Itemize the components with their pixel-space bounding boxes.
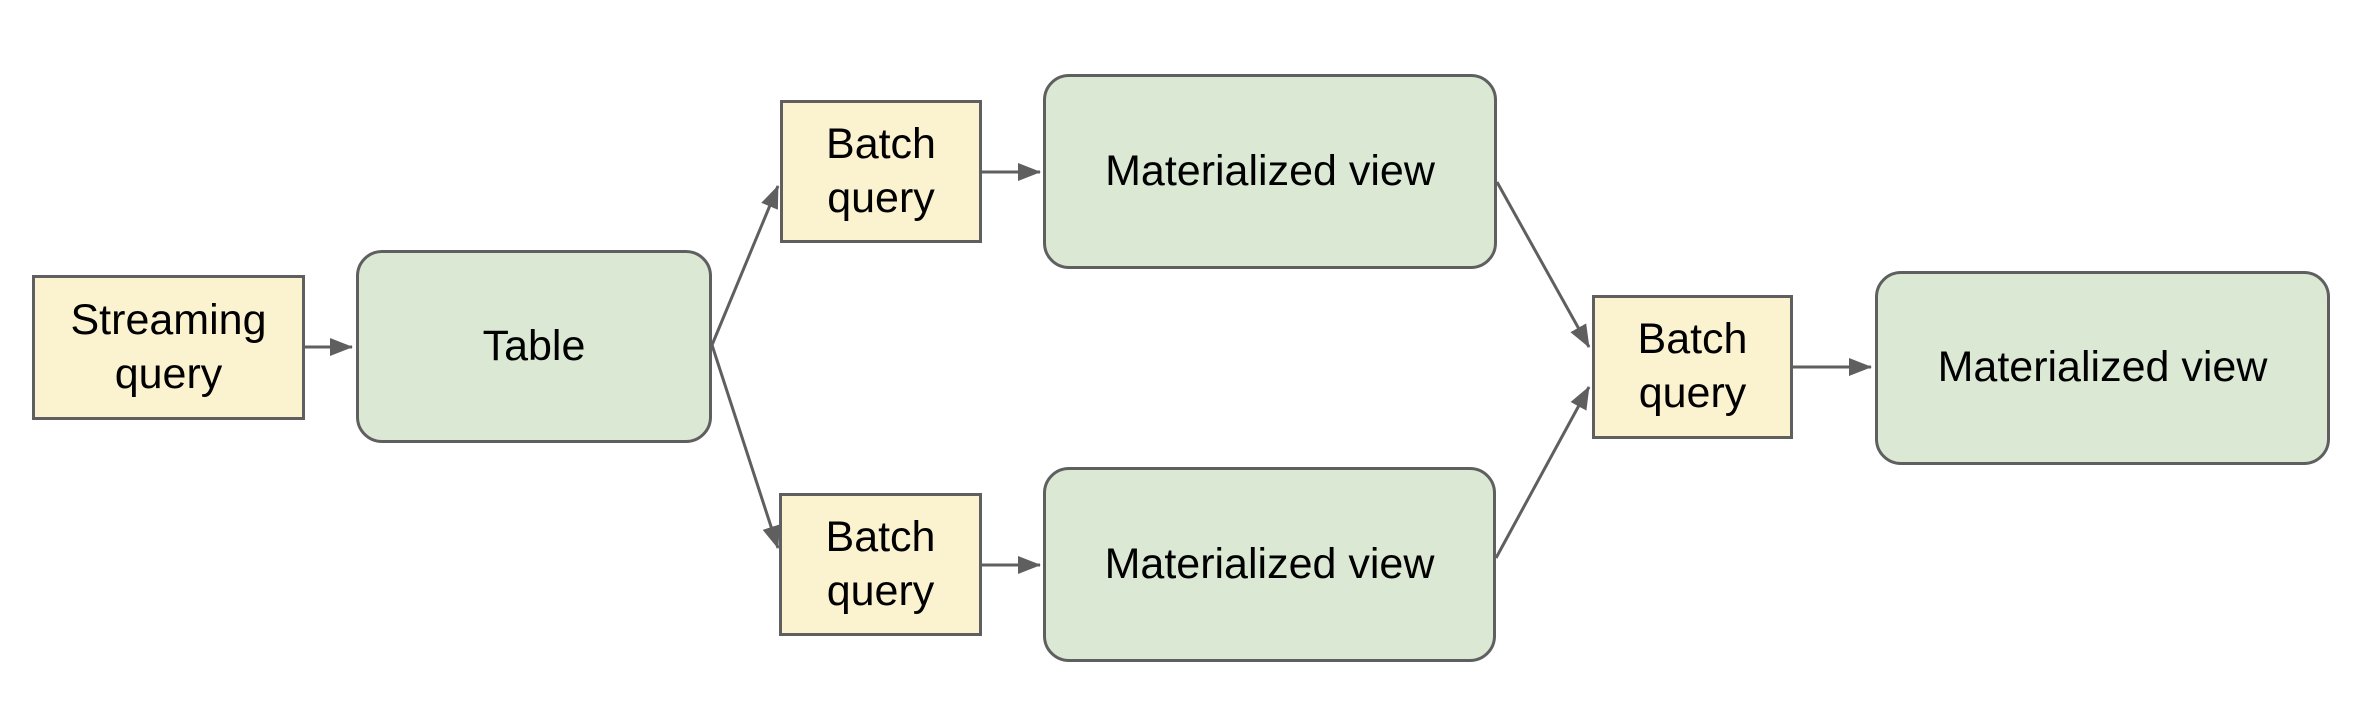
edge-view-bottom-to-batch-center: [1494, 386, 1591, 559]
node-table: Table: [356, 250, 712, 443]
node-streaming-query: Streaming query: [32, 275, 305, 420]
node-label: Batch query: [1637, 315, 1748, 417]
node-materialized-view-right: Materialized view: [1875, 271, 2330, 465]
edge-table-to-batch-top: [710, 185, 780, 346]
node-label: Streaming query: [70, 295, 267, 398]
node-materialized-view-bottom: Materialized view: [1043, 467, 1496, 662]
node-batch-query-bottom: Batch query: [779, 493, 982, 636]
edge-view-top-to-batch-center: [1495, 181, 1591, 348]
node-materialized-view-top: Materialized view: [1043, 74, 1497, 269]
node-label: Batch query: [825, 512, 936, 615]
node-label: Materialized view: [1105, 146, 1435, 195]
node-label: Materialized view: [1104, 539, 1435, 588]
node-label: Table: [482, 321, 586, 370]
node-batch-query-top: Batch query: [780, 100, 982, 243]
edge-table-to-batch-bottom: [710, 344, 780, 549]
node-label: Batch query: [826, 119, 936, 222]
node-label: Materialized view: [1937, 343, 2268, 392]
node-batch-query-center: Batch query: [1592, 295, 1793, 439]
